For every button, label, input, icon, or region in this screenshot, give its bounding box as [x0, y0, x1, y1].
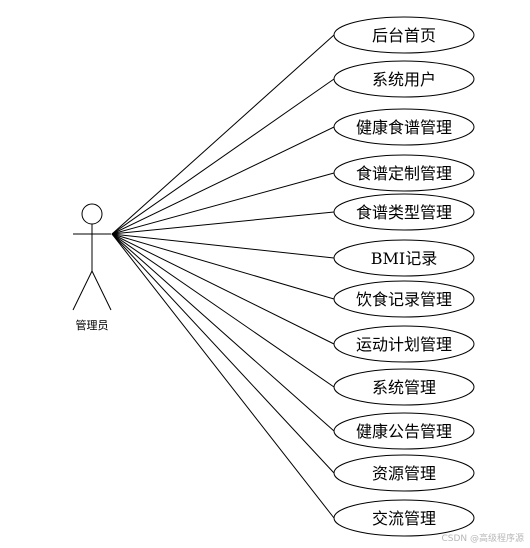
use-case: 系统用户 [333, 60, 475, 98]
actor-head [81, 203, 103, 225]
use-case-label: 食谱定制管理 [356, 164, 452, 183]
use-case-ellipse [333, 239, 475, 277]
association-line [111, 233, 335, 432]
use-case: 交流管理 [333, 499, 475, 537]
use-case-ellipse [333, 499, 475, 537]
use-case: 食谱类型管理 [333, 193, 475, 231]
use-case-ellipse [333, 60, 475, 98]
use-case-ellipse [333, 454, 475, 492]
use-case: BMI记录 [333, 239, 475, 277]
association-line [111, 126, 335, 235]
actor-administrator: 管理员 [72, 203, 112, 332]
use-case-label: 交流管理 [372, 509, 436, 528]
use-case: 健康食谱管理 [333, 108, 475, 146]
use-case-label: 食谱类型管理 [356, 203, 452, 222]
use-case-ellipse [333, 325, 475, 363]
association-line [111, 233, 335, 474]
use-case: 健康公告管理 [333, 412, 475, 450]
use-case-ellipse [333, 16, 475, 54]
use-case-label: 资源管理 [372, 464, 436, 483]
use-case: 饮食记录管理 [333, 280, 475, 318]
use-case-label: 系统用户 [372, 70, 436, 89]
use-case: 食谱定制管理 [333, 154, 475, 192]
use-case-label: 健康食谱管理 [356, 118, 452, 137]
use-case: 后台首页 [333, 16, 475, 54]
use-case-label: BMI记录 [371, 249, 437, 268]
use-case-ellipse [333, 280, 475, 318]
association-line [111, 233, 335, 388]
use-case: 系统管理 [333, 368, 475, 406]
use-case: 运动计划管理 [333, 325, 475, 363]
association-line [111, 233, 335, 259]
watermark: CSDN @高级程序源 [441, 534, 524, 544]
actor-left-leg [72, 270, 93, 311]
association-line [111, 233, 335, 300]
association-line [111, 78, 335, 235]
actor-label: 管理员 [76, 318, 109, 332]
use-case: 资源管理 [333, 454, 475, 492]
use-case-label: 饮食记录管理 [356, 290, 452, 309]
use-case-ellipse [333, 412, 475, 450]
use-case-ellipse [333, 368, 475, 406]
actor-right-leg [91, 270, 112, 311]
association-line [111, 172, 335, 235]
use-case-ellipse [333, 154, 475, 192]
association-line [111, 233, 335, 519]
use-case-label: 健康公告管理 [356, 422, 452, 441]
association-line [111, 233, 335, 345]
use-case-ellipse [333, 108, 475, 146]
use-case-ellipse [333, 193, 475, 231]
use-case-label: 后台首页 [372, 26, 436, 45]
association-line [111, 211, 335, 235]
use-case-label: 系统管理 [372, 378, 436, 397]
association-line [111, 34, 335, 235]
use-case-label: 运动计划管理 [356, 335, 452, 354]
association-lines [111, 34, 335, 519]
